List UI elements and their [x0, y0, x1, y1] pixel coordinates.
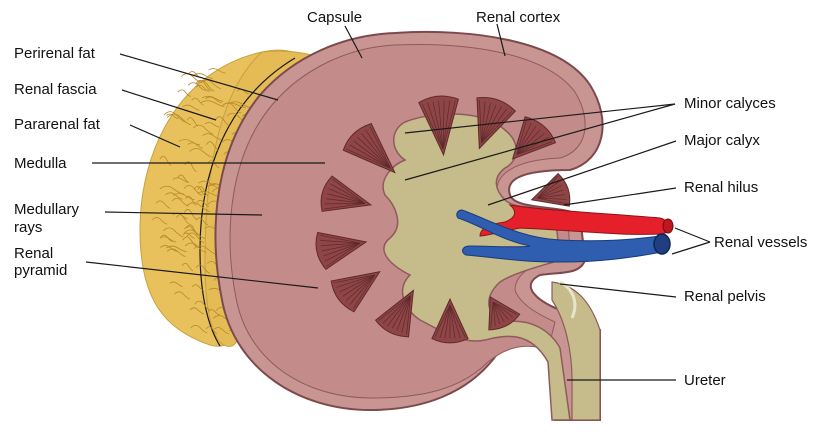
label-renal-pelvis: Renal pelvis — [684, 288, 766, 305]
label-pararenal-fat: Pararenal fat — [14, 116, 101, 133]
renal-artery-lumen — [663, 219, 673, 233]
label-medulla: Medulla — [14, 155, 67, 172]
label-medullary-rays-line1: Medullary — [14, 201, 80, 218]
label-minor-calyces: Minor calyces — [684, 95, 776, 112]
leader-renal-vessels-1 — [675, 228, 710, 242]
label-ureter: Ureter — [684, 372, 726, 389]
label-renal-fascia: Renal fascia — [14, 81, 97, 98]
label-renal-cortex: Renal cortex — [476, 9, 561, 26]
leader-renal-hilus — [564, 188, 676, 205]
label-medullary-rays-line2: rays — [14, 219, 42, 236]
label-renal-hilus: Renal hilus — [684, 179, 758, 196]
label-renal-pyramid-line2: pyramid — [14, 262, 67, 279]
label-major-calyx: Major calyx — [684, 132, 760, 149]
label-renal-vessels: Renal vessels — [714, 234, 807, 251]
renal-vein-lumen — [654, 234, 670, 254]
leader-renal-vessels-2 — [672, 242, 710, 254]
label-renal-pyramid-line1: Renal — [14, 245, 53, 262]
label-capsule: Capsule — [307, 9, 362, 26]
label-perirenal-fat: Perirenal fat — [14, 45, 96, 62]
